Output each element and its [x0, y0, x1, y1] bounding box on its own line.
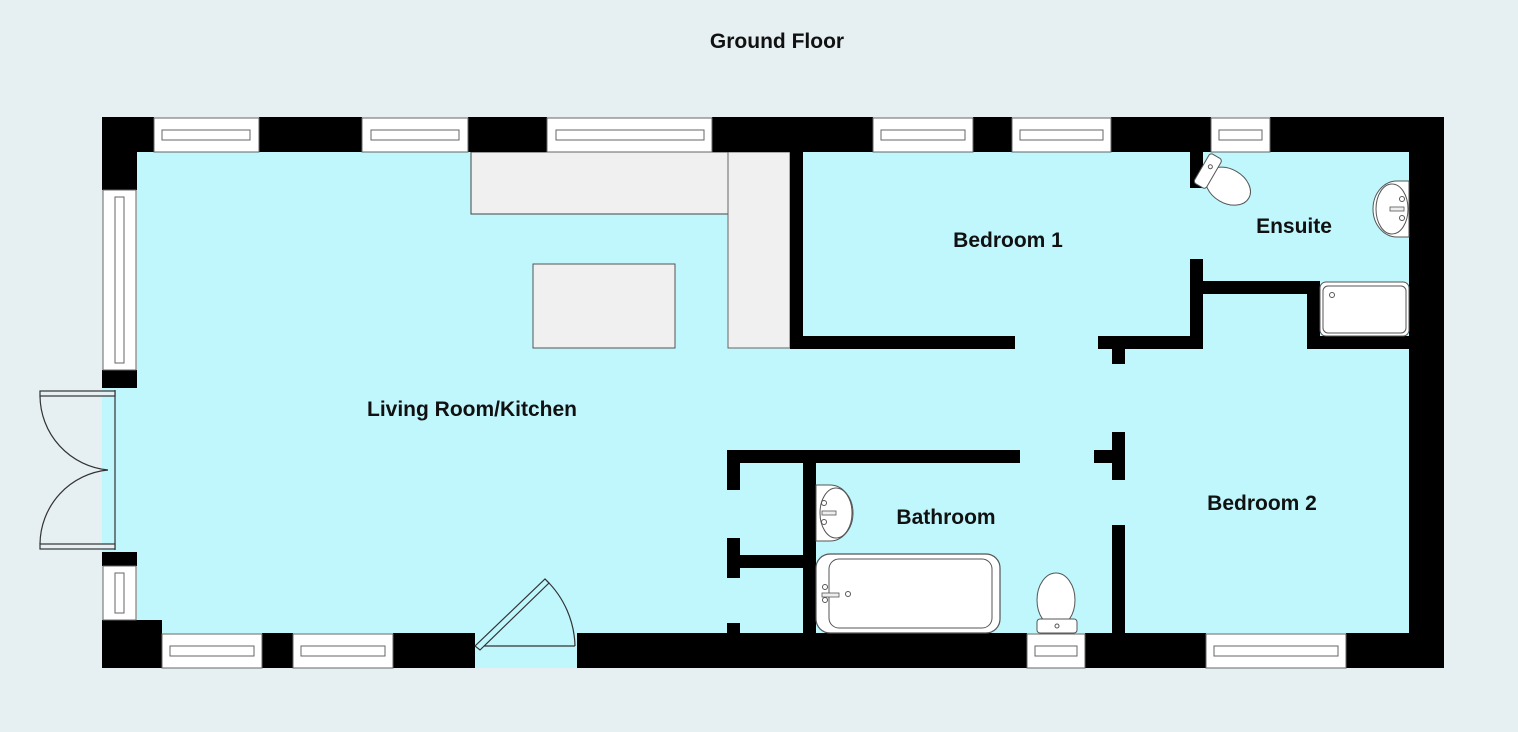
room-label-ensuite: Ensuite [1256, 215, 1332, 238]
ensuite-toilet [1193, 153, 1251, 206]
room-label-bedroom-1: Bedroom 1 [953, 229, 1063, 252]
patio-double-door[interactable] [39, 390, 116, 550]
top-windows [153, 117, 1271, 153]
left-windows [102, 189, 137, 621]
room-label-bathroom: Bathroom [896, 506, 996, 529]
ensuite-shower-tray [1319, 281, 1410, 337]
bathtub [815, 553, 1001, 634]
interior-walls [727, 152, 1409, 633]
floor-title: Ground Floor [709, 30, 845, 53]
bathroom-sink [815, 484, 854, 542]
front-door[interactable] [474, 578, 576, 651]
kitchen-counter-top [470, 151, 729, 215]
right-wall [1409, 117, 1444, 668]
room-label-bedroom-2: Bedroom 2 [1207, 492, 1317, 515]
kitchen-island [532, 263, 676, 349]
kitchen-counter-side [727, 151, 791, 349]
ensuite-sink [1372, 180, 1410, 238]
bottom-windows [161, 633, 1347, 669]
bathroom-toilet [1036, 572, 1078, 634]
bottom-wall [102, 633, 1444, 668]
room-label-living-room-kitchen: Living Room/Kitchen [367, 398, 577, 421]
